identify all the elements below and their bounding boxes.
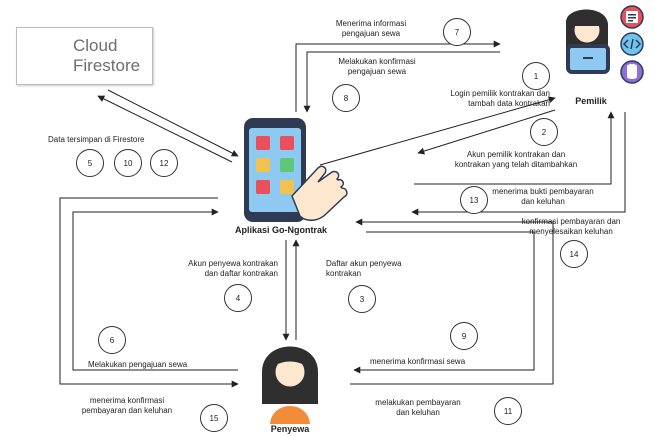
arrow-9 — [353, 231, 535, 374]
edge-3-line1: Daftar akun penyewa — [326, 259, 402, 268]
edge-2-label: Akun pemilik kontrakan dan kontrakan yan… — [436, 150, 596, 170]
arrow-14 — [411, 112, 626, 216]
edge-15-line1: menerima konfirmasi — [89, 396, 165, 405]
edge-8-label: Melakukan konfirmasi pengajuan sewa — [322, 57, 432, 77]
step-3: 3 — [348, 285, 376, 313]
edge-14-label: konfirmasi pembayaran dan menyelesaikan … — [506, 217, 636, 237]
step-12: 12 — [150, 149, 178, 177]
step-9: 9 — [450, 322, 478, 350]
edge-7-line1: Menerima informasi — [335, 19, 407, 28]
step-8: 8 — [332, 84, 360, 112]
arrow-firestore-to-app — [107, 89, 239, 157]
edge-4-line1: Akun penyewa kontrakan — [188, 259, 278, 268]
edge-1-line2: tambah data kontrakan — [468, 99, 550, 108]
edge-13-line2: dan keluhan — [521, 197, 565, 206]
edge-11-label: melakukan pembayaran dan keluhan — [358, 398, 478, 418]
edge-9-label: menerima konfirmasi sewa — [370, 357, 466, 366]
edge-6-label: Melakukan pengajuan sewa — [88, 360, 188, 369]
step-5: 5 — [76, 149, 104, 177]
app-label: Aplikasi Go-Ngontrak — [234, 225, 327, 235]
step-2: 2 — [530, 118, 558, 146]
document-icon — [620, 5, 644, 29]
step-14: 14 — [560, 240, 588, 268]
owner-avatar-icon — [566, 9, 610, 74]
tenant-label: Penyewa — [270, 424, 310, 434]
edge-15-label: menerima konfirmasi pembayaran dan keluh… — [62, 396, 192, 416]
app-phone-icon — [244, 118, 348, 222]
edge-4-label: Akun penyewa kontrakan dan daftar kontra… — [150, 259, 278, 279]
arrow-1 — [319, 96, 556, 166]
step-15: 15 — [200, 404, 228, 432]
step-10: 10 — [114, 149, 142, 177]
edge-2-line1: Akun pemilik kontrakan dan — [466, 150, 566, 159]
arrow-6 — [72, 208, 238, 371]
edge-7-label: Menerima informasi pengajuan sewa — [316, 19, 426, 39]
edge-4-line2: dan daftar kontrakan — [204, 269, 278, 278]
firestore-label-line1: Cloud — [73, 36, 118, 55]
edge-13-label: menerima bukti pembayaran dan keluhan — [478, 187, 608, 207]
owner-label: Pemilik — [575, 96, 607, 106]
step-1: 1 — [522, 62, 550, 90]
edge-11-line1: melakukan pembayaran — [375, 398, 461, 407]
edge-3-line2: kontrakan — [326, 269, 362, 278]
edge-11-line2: dan keluhan — [396, 408, 440, 417]
edge-1-label: Login pemilik kontrakan dan tambah data … — [400, 89, 550, 109]
store-label: Data tersimpan di Firestore — [48, 135, 145, 144]
firestore-box: Cloud Firestore — [16, 27, 153, 85]
database-icon — [620, 60, 644, 84]
edge-2-line2: kontrakan yang telah ditambahkan — [454, 160, 578, 169]
arrow-8 — [303, 51, 500, 113]
edge-7-line2: pengajuan sewa — [341, 29, 401, 38]
arrow-13 — [414, 111, 615, 185]
tenant-avatar-icon — [262, 346, 318, 424]
arrow-2 — [417, 109, 556, 155]
step-11: 11 — [494, 397, 522, 425]
edge-15-line2: pembayaran dan keluhan — [81, 406, 173, 415]
edge-1-line1: Login pemilik kontrakan dan — [450, 89, 550, 98]
arrow-15 — [59, 197, 239, 388]
arrow-7 — [295, 40, 501, 112]
edge-8-line2: pengajuan sewa — [347, 67, 407, 76]
edge-13-line1: menerima bukti pembayaran — [492, 187, 594, 196]
code-icon — [620, 32, 644, 56]
step-6: 6 — [98, 326, 126, 354]
step-4: 4 — [224, 284, 252, 312]
step-13: 13 — [460, 186, 488, 214]
edge-3-label: Daftar akun penyewa kontrakan — [326, 259, 436, 279]
step-7: 7 — [443, 18, 471, 46]
arrow-11 — [350, 218, 554, 385]
edge-8-line1: Melakukan konfirmasi — [338, 57, 416, 66]
arrow-app-to-firestore — [97, 95, 233, 163]
edge-14-line1: konfirmasi pembayaran dan — [521, 217, 621, 226]
firestore-label-line2: Firestore — [73, 56, 141, 75]
edge-14-line2: menyelesaikan keluhan — [529, 227, 613, 236]
